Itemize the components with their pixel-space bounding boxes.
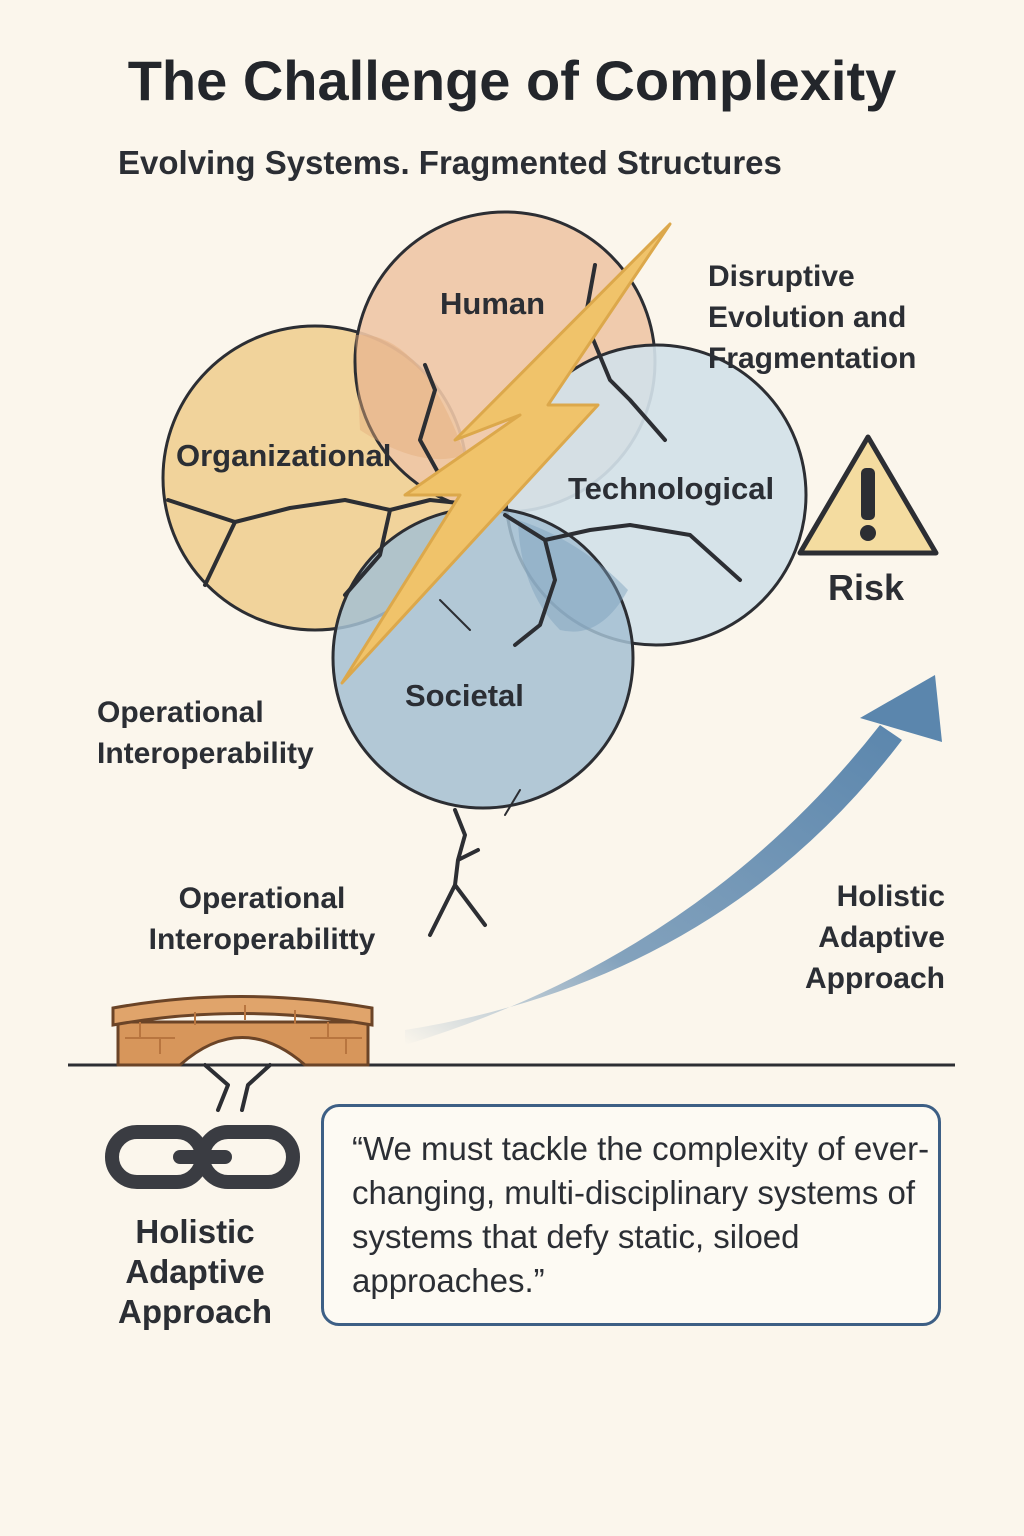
crack-lines: [166, 263, 742, 1112]
label-organizational: Organizational: [176, 438, 392, 473]
curved-arrow-icon: [405, 675, 942, 1045]
bridge-icon: [111, 995, 374, 1067]
page-subtitle: Evolving Systems. Fragmented Structures: [118, 144, 782, 181]
label-operational-interoperability-lower: Operational Interoperabilitty: [148, 882, 376, 956]
lightning-bolt-icon: [340, 222, 672, 685]
label-technological: Technological: [568, 471, 775, 506]
page-title: The Challenge of Complexity: [127, 49, 897, 112]
label-risk: Risk: [828, 567, 905, 608]
warning-triangle-icon: [797, 434, 939, 556]
label-human: Human: [440, 286, 546, 321]
circle-societal: [331, 506, 635, 810]
label-societal: Societal: [405, 678, 524, 713]
label-holistic-adaptive-right: Holistic Adaptive Approach: [804, 880, 945, 995]
label-disruptive-evolution: Disruptive Evolution and Fragmentation: [708, 260, 917, 375]
quote-box: “We must tackle the complexity of ever-c…: [321, 1104, 941, 1326]
quote-text: “We must tackle the complexity of ever-c…: [352, 1130, 930, 1299]
label-holistic-adaptive-bottom: Holistic Adaptive Approach: [117, 1213, 272, 1330]
label-operational-interoperability-upper: Operational Interoperability: [97, 696, 314, 770]
chain-link-icon: [105, 1125, 300, 1189]
